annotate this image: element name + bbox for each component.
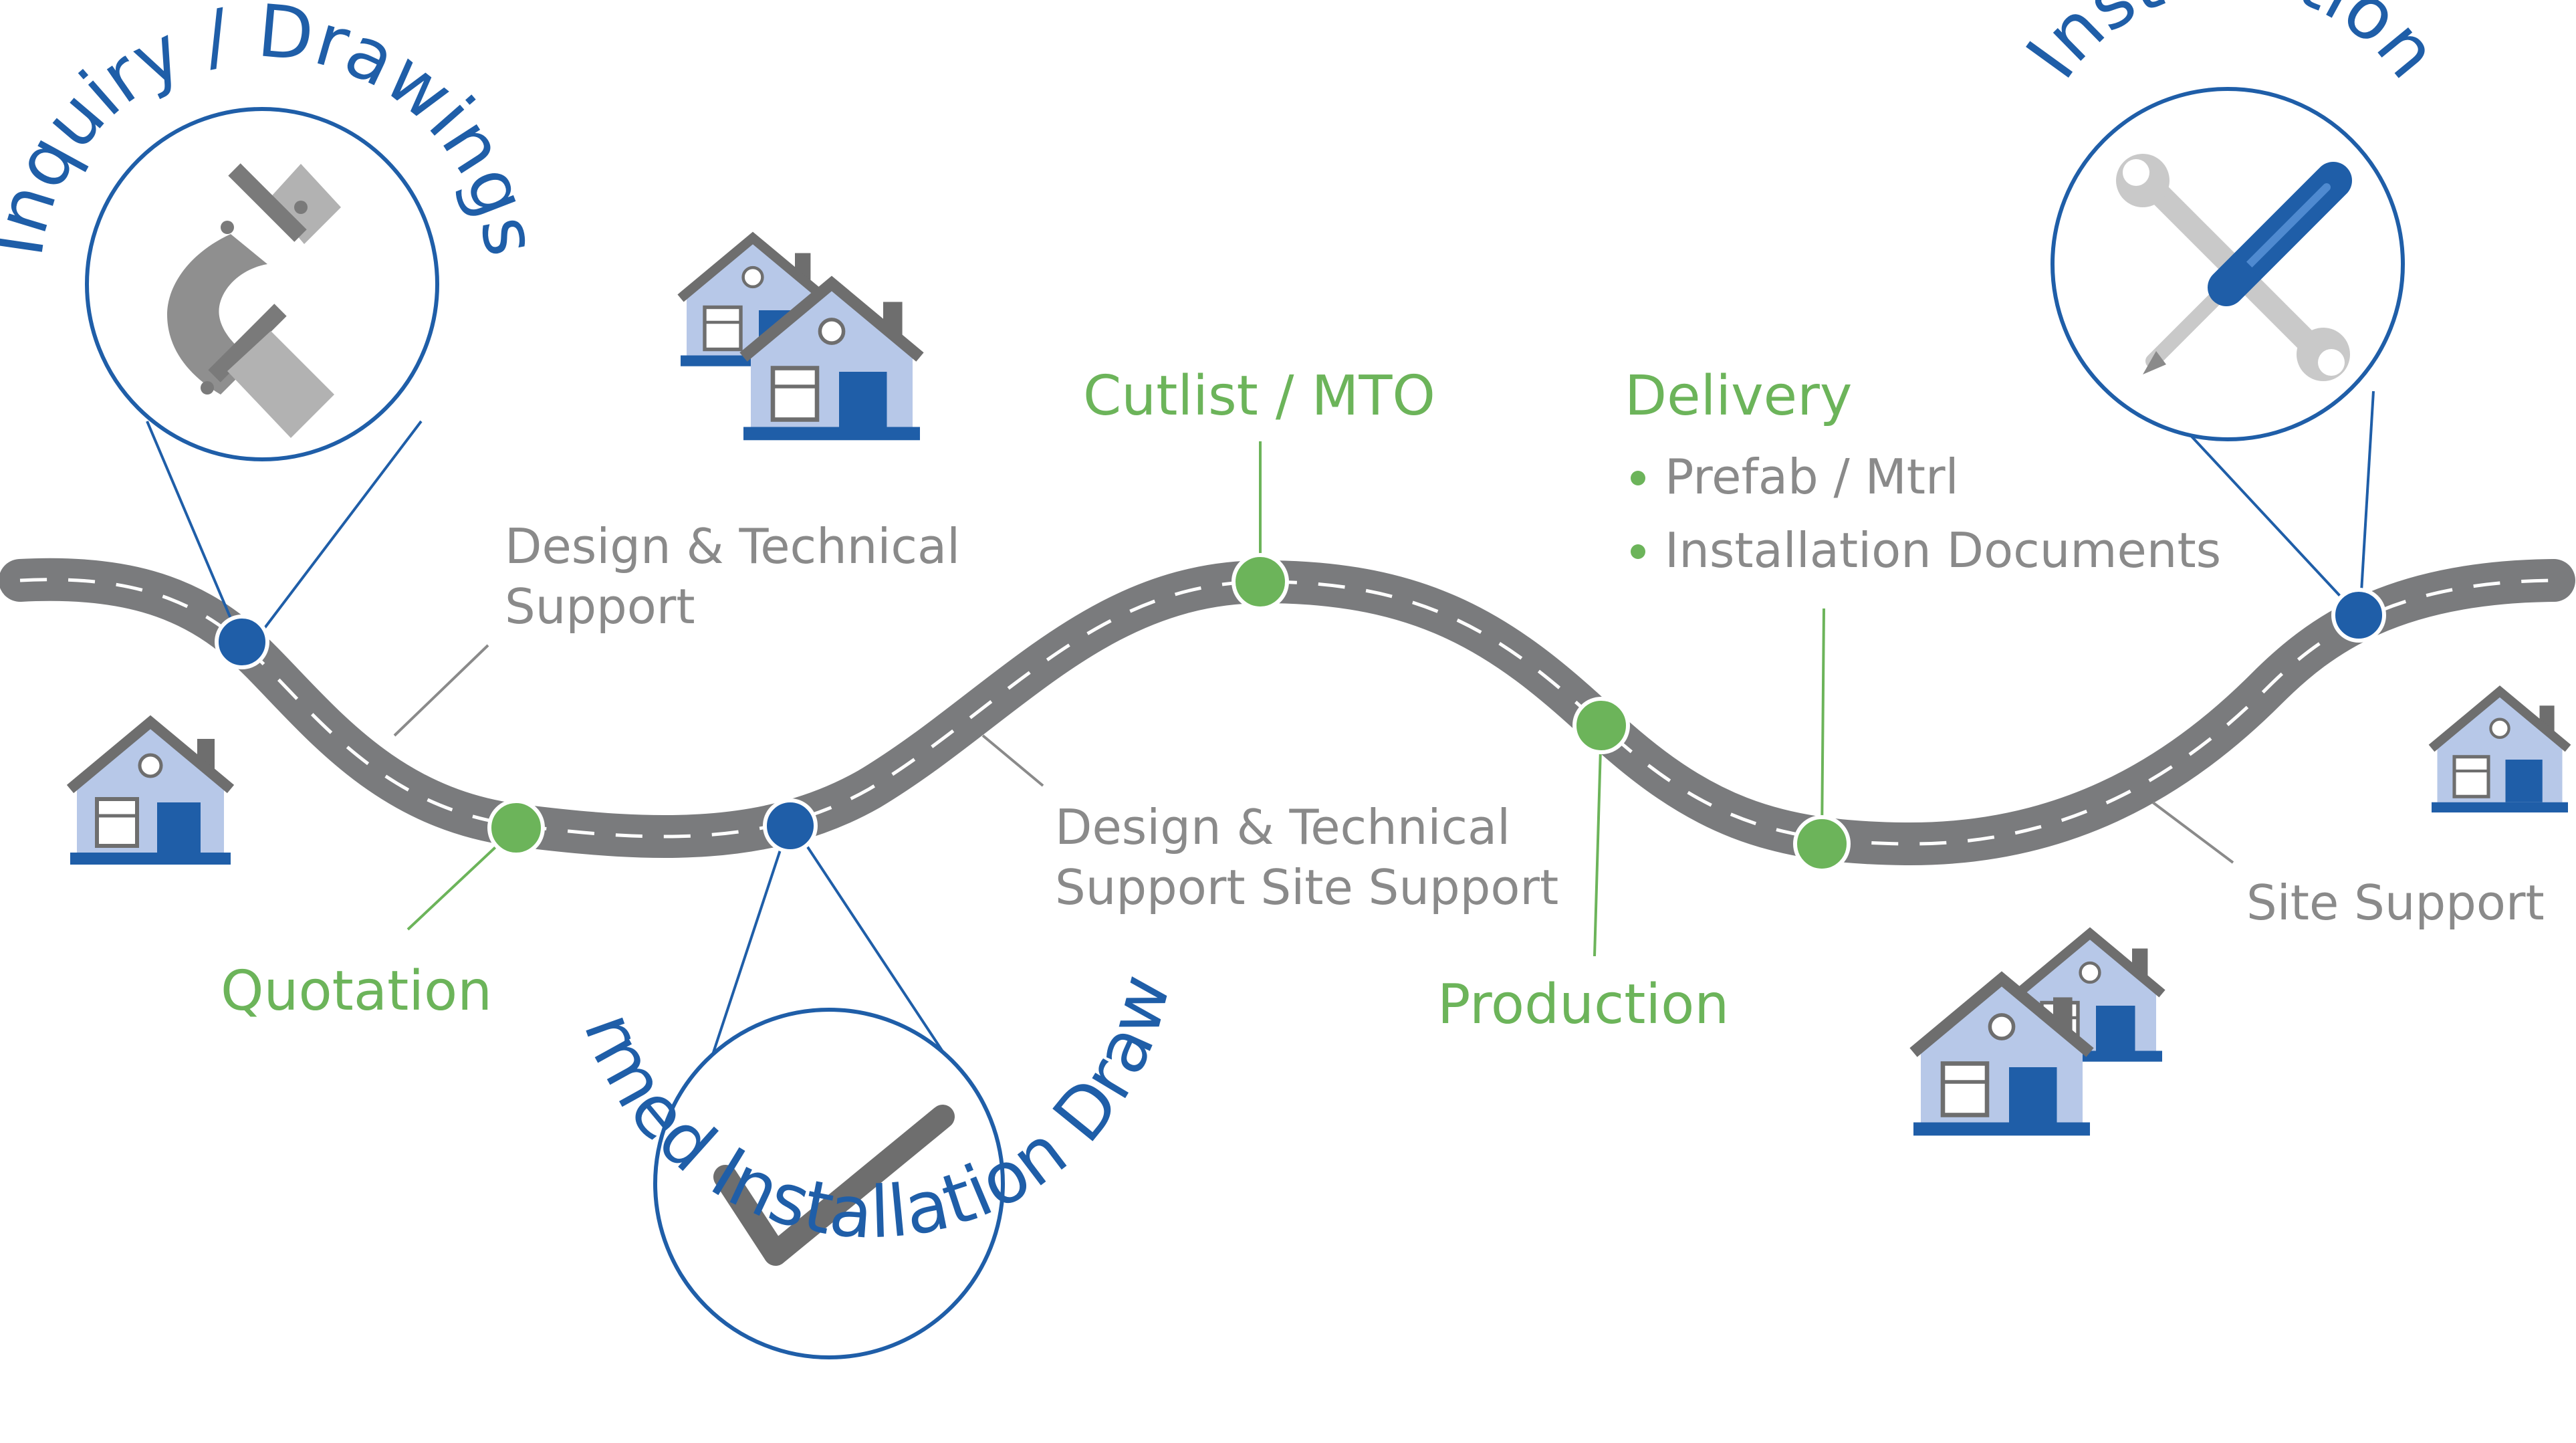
wrench-screwdriver-icon bbox=[2116, 154, 2352, 381]
leader-lines bbox=[146, 390, 2375, 1058]
design-support-note-2: Design & Technical Support Site Support bbox=[1055, 799, 1558, 915]
node-inquiry bbox=[215, 615, 269, 669]
node-confirmed bbox=[763, 798, 818, 853]
delivery-items: Prefab / Mtrl Installation Documents bbox=[1631, 449, 2221, 578]
pipe-elbow-icon bbox=[167, 163, 341, 438]
node-production bbox=[1572, 697, 1630, 754]
road-nodes bbox=[215, 553, 2386, 873]
milestone-installation-label: Installation bbox=[2010, 0, 2454, 94]
lens-inquiry bbox=[85, 107, 439, 461]
house-icon bbox=[1913, 979, 2090, 1135]
milestone-production-label: Production bbox=[1437, 973, 1729, 1036]
node-cutlist bbox=[1232, 553, 1289, 610]
lens-confirmed bbox=[653, 1008, 1005, 1359]
node-installation bbox=[2331, 588, 2386, 643]
house-icon bbox=[70, 722, 231, 865]
road-center-line bbox=[19, 578, 2555, 846]
milestone-delivery-label: Delivery bbox=[1625, 364, 1852, 428]
house-icon bbox=[2432, 691, 2568, 812]
milestone-quotation-label: Quotation bbox=[221, 960, 492, 1023]
delivery-item: Installation Documents bbox=[1665, 522, 2221, 578]
milestone-cutlist-label: Cutlist / MTO bbox=[1083, 364, 1435, 428]
site-support-note: Site Support bbox=[2246, 875, 2545, 931]
checkmark-icon bbox=[713, 1105, 955, 1266]
design-support-note-1: Design & Technical Support bbox=[505, 518, 975, 635]
node-quotation bbox=[487, 799, 545, 857]
delivery-item: Prefab / Mtrl bbox=[1665, 449, 1959, 505]
node-delivery bbox=[1793, 815, 1851, 873]
lens-installation bbox=[2051, 87, 2405, 441]
